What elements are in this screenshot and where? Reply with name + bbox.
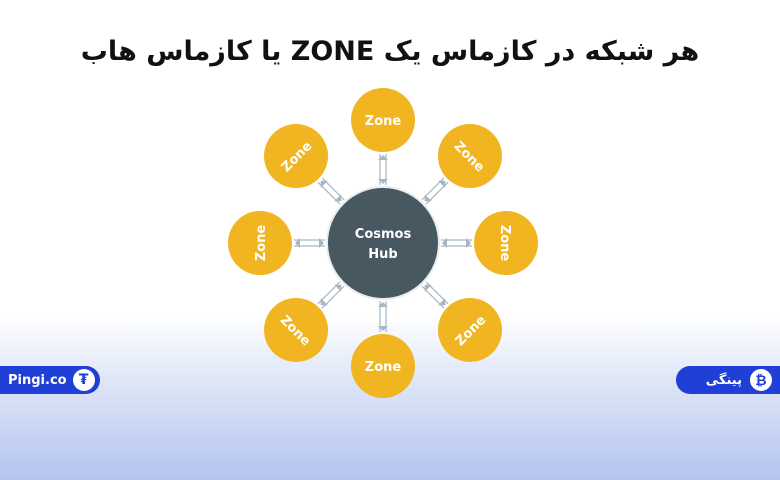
- connector-arrowhead: [295, 238, 300, 248]
- zone-circle: [437, 297, 502, 362]
- zone-circle: [437, 124, 502, 189]
- connector-arrowhead: [319, 238, 324, 248]
- connector-arrowhead: [320, 298, 328, 306]
- page-title: هر شبکه در کازماس یک ZONE یا کازماس هاب: [80, 36, 700, 67]
- connector-arrowhead: [378, 179, 388, 184]
- zone-label: Zone: [497, 225, 512, 262]
- zone-label: Zone: [365, 114, 402, 129]
- zone-node: Zone: [228, 211, 292, 275]
- zone-node: Zone: [351, 88, 415, 152]
- hub-label-line1: Cosmos: [355, 227, 412, 242]
- zone-node: Zone: [264, 297, 329, 362]
- bitcoin-icon: ₿: [750, 369, 772, 391]
- connector-arrowhead: [466, 238, 471, 248]
- zone-circle: [351, 88, 415, 152]
- connector-arrowhead: [424, 284, 432, 292]
- connector-arrowhead: [442, 238, 447, 248]
- connector-arrowhead: [378, 155, 388, 160]
- connectors: [294, 154, 472, 332]
- pingi-brand-badge[interactable]: ₿ پینگی: [676, 366, 780, 394]
- connector-arrowhead: [378, 326, 388, 331]
- zone-circle: [228, 211, 292, 275]
- pingi-site-label: Pingi.co: [8, 372, 67, 388]
- zone-node: Zone: [437, 124, 502, 189]
- connector-arrowhead: [378, 302, 388, 307]
- connector-arrowhead: [320, 180, 328, 188]
- hub-circle: [326, 186, 440, 300]
- pingi-site-badge[interactable]: Pingi.co ₮: [0, 366, 100, 394]
- connector-arrowhead: [334, 284, 342, 292]
- connector-arrowhead: [438, 180, 446, 188]
- zone-node: Zone: [437, 297, 502, 362]
- hub-node: Cosmos Hub: [326, 186, 440, 300]
- connector-arrowhead: [424, 194, 432, 202]
- zone-node: Zone: [264, 124, 329, 189]
- pingi-brand-label: پینگی: [705, 372, 742, 388]
- zone-label: Zone: [365, 360, 402, 375]
- hub-label-line2: Hub: [368, 247, 397, 262]
- zone-node: Zone: [351, 334, 415, 398]
- zone-node: Zone: [474, 211, 538, 275]
- connector-arrowhead: [438, 298, 446, 306]
- zone-circle: [264, 124, 329, 189]
- zone-circle: [264, 297, 329, 362]
- zone-label: Zone: [254, 225, 269, 262]
- connector-arrowhead: [334, 194, 342, 202]
- tether-icon: ₮: [72, 369, 95, 391]
- zone-circle: [474, 211, 538, 275]
- zone-circle: [351, 334, 415, 398]
